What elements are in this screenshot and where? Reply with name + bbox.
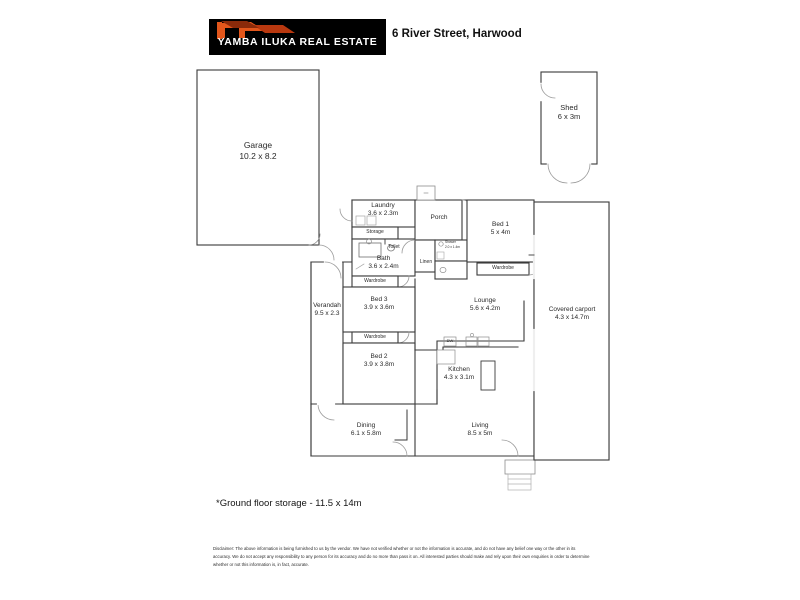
- agency-logo: YAMBA ILUKA REAL ESTATE: [209, 19, 386, 55]
- linen-outline: [414, 239, 436, 273]
- property-address-title: 6 River Street, Harwood: [392, 28, 522, 40]
- dining-outline: [310, 403, 416, 457]
- garage-outline: [196, 69, 320, 246]
- kitchen-outline: [436, 300, 525, 405]
- agency-logo-text: YAMBA ILUKA REAL ESTATE: [217, 36, 378, 48]
- storage-outline: [351, 226, 399, 240]
- bed2-outline: [342, 342, 416, 405]
- wardrobe-bed2-outline: [351, 331, 399, 344]
- wardrobe-bed1-outline: [476, 262, 530, 276]
- ensuite-lower-outline: [434, 260, 468, 280]
- laundry-outline: [351, 199, 416, 228]
- shower-outline: [434, 239, 468, 262]
- carport-outline: [533, 201, 610, 461]
- verandah-outline: [310, 261, 344, 405]
- disclaimer-text: Disclaimer: The above information is bei…: [213, 546, 590, 567]
- bed3-outline: [342, 286, 416, 333]
- ground-floor-storage-note: *Ground floor storage - 11.5 x 14m: [216, 498, 362, 509]
- wardrobe-bed3-outline: [351, 275, 399, 288]
- logo-roof-icon: [217, 21, 295, 39]
- shed-outline: [540, 71, 598, 165]
- header-bar: YAMBA ILUKA REAL ESTATE 6 River Street, …: [0, 0, 800, 60]
- porch-outline: [414, 185, 463, 241]
- bed1-outline: [466, 199, 535, 263]
